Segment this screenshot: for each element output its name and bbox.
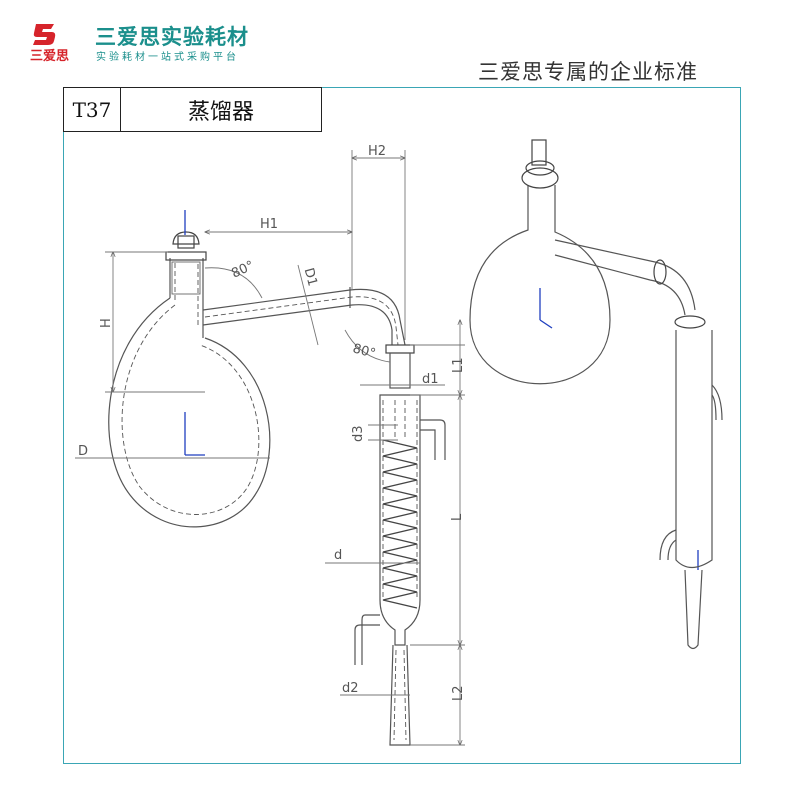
dim-d3: d3	[351, 425, 366, 442]
dim-d1-small: d1	[422, 372, 439, 387]
dim-h2: H2	[368, 144, 386, 159]
dim-d2: d2	[342, 681, 359, 696]
isometric-apparatus	[469, 139, 723, 650]
logo-mark-icon: 三爱思	[30, 24, 69, 64]
dim-angle-2: 80°	[351, 341, 377, 361]
dimension-lines	[75, 150, 465, 745]
left-apparatus	[108, 231, 446, 746]
dim-d: d	[334, 548, 342, 563]
dim-h1: H1	[260, 217, 278, 232]
part-code: T37	[64, 88, 121, 131]
brand-logo: 三爱思 三爱思实验耗材 实验耗材一站式采购平台	[30, 20, 290, 68]
dim-angle-1: 80°	[229, 258, 256, 281]
dim-l1: L1	[451, 357, 466, 373]
part-name: 蒸馏器	[187, 99, 254, 125]
brand-name: 三爱思实验耗材	[95, 25, 249, 49]
logo-text: 三爱思	[30, 48, 69, 64]
axis-triads	[184, 210, 699, 570]
dim-h: H	[99, 318, 114, 328]
brand-tagline: 实验耗材一站式采购平台	[96, 52, 239, 63]
drawing-frame	[63, 87, 741, 764]
title-block: T37 蒸馏器	[63, 87, 322, 132]
standard-label: 三爱思专属的企业标准	[478, 60, 698, 84]
dim-l2: L2	[451, 685, 466, 701]
dim-d-flask: D	[78, 444, 88, 459]
dim-l: L	[450, 513, 465, 521]
dim-d1: D1	[301, 266, 320, 288]
